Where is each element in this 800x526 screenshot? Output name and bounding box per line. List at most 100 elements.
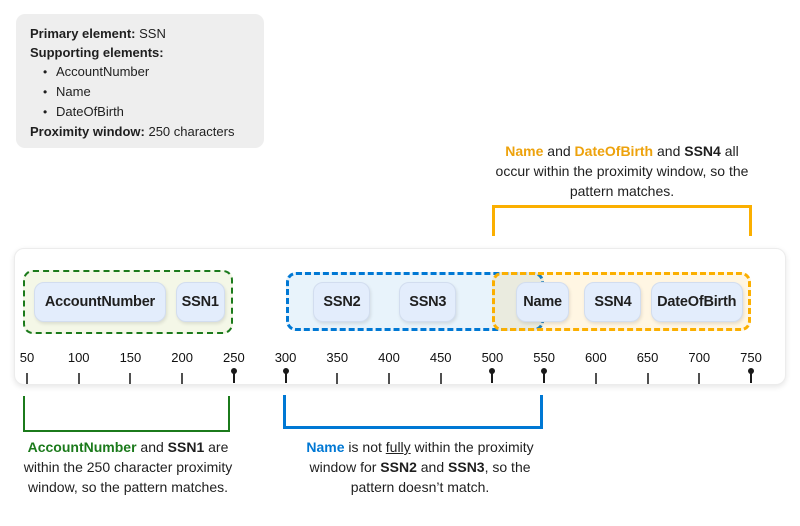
element-box-ssn4: SSN4 [584,282,642,322]
ruler-tick-label: 450 [429,350,452,365]
annotation-line: window, so the pattern matches. [6,477,250,497]
info-primary-line: Primary element: SSN [30,24,250,43]
ruler-tick [284,373,287,383]
ruler-tick-label: 400 [378,350,400,365]
annotation-segment: DateOfBirth [574,143,654,159]
annotation-line: Name is not fully within the proximity [266,437,574,457]
annotation-segment: fully [385,439,411,455]
ruler-tick-label: 500 [481,350,504,365]
element-box-label: SSN2 [323,294,361,310]
timeline-card: AccountNumber SSN1 SSN2 SSN3 Name SSN4 DateOfB… [14,248,786,385]
ruler-tick-label: 700 [688,350,711,365]
annotation-segment: occur within the proximity window, so th… [495,163,749,179]
annotation-segment: all [720,143,739,159]
annotation-segment: SSN3 [448,459,485,475]
annotation-line: pattern matches. [455,181,789,201]
ruler-tick [491,373,494,383]
bullet-icon: • [43,85,48,99]
ruler-tick [181,373,184,384]
ruler-tick-label: 750 [740,350,762,365]
element-box-ssn2: SSN2 [313,282,371,322]
annotation-segment: AccountNumber [27,439,137,455]
info-primary-value: SSN [139,26,166,41]
ruler-tick [232,373,235,383]
element-box-accountnumber: AccountNumber [34,282,166,322]
annotation-bottom-left: AccountNumber and SSN1 are within the 250… [6,437,250,497]
ruler-tick-label: 100 [67,350,90,365]
ruler-tick-label: 300 [274,350,297,365]
annotation-segment: SSN4 [684,143,721,159]
annotation-segment: window, so the pattern matches. [28,479,228,495]
annotation-segment: and [543,143,575,159]
annotation-segment: SSN2 [380,459,417,475]
element-box-ssn3: SSN3 [399,282,457,322]
ruler-tick [129,373,132,384]
bullet-icon: • [43,65,48,79]
info-supporting-label: Supporting elements: [30,45,164,60]
ruler-tick [698,373,701,384]
ruler-tick [543,373,546,383]
ruler-tick [336,373,339,384]
annotation-line: occur within the proximity window, so th… [455,161,789,181]
ruler-tick-label: 50 [19,350,35,365]
info-proximity-value: 250 characters [148,124,235,139]
info-primary-label: Primary element: [30,26,136,41]
annotation-segment: are [204,439,229,455]
element-box-label: AccountNumber [44,294,155,310]
ruler-pin-dot [541,368,548,374]
annotation-segment: pattern matches. [569,183,675,199]
info-box: Primary element: SSN Supporting elements… [16,14,264,148]
info-supporting-item-label: Name [56,84,91,99]
element-box-label: SSN4 [594,294,632,310]
annotation-segment: Name [505,143,544,159]
info-supporting-list: • AccountNumber • Name •DateOfBirth [30,62,250,122]
bracket-blue [283,395,543,429]
annotation-top: Name and DateOfBirth and SSN4 all occur w… [455,141,789,201]
annotation-segment: within the proximity [410,439,534,455]
bullet-icon: • [43,105,48,119]
element-box-label: Name [523,294,562,310]
ruler-tick-label: 350 [326,350,349,365]
element-box-dateofbirth: DateOfBirth [650,282,743,322]
ruler-tick [646,373,649,384]
ruler-pin-dot [748,368,754,374]
info-supporting-item-label: AccountNumber [56,64,150,79]
ruler-tick-label: 150 [119,350,142,365]
annotation-segment: pattern doesn’t match. [350,479,490,495]
bracket-gold [492,205,752,236]
annotation-segment: is not [344,439,386,455]
annotation-segment: Name [306,439,345,455]
info-supporting-item: •DateOfBirth [30,102,250,122]
annotation-line: pattern doesn’t match. [266,477,574,497]
ruler-tick [77,373,80,384]
ruler-pin-dot [489,368,496,374]
annotation-line: AccountNumber and SSN1 are [6,437,250,457]
info-proximity-line: Proximity window: 250 characters [30,122,250,141]
element-box-label: SSN3 [409,294,447,310]
bracket-green [23,396,230,432]
info-supporting-item: • Name [30,82,250,102]
ruler-tick-label: 550 [533,350,555,365]
annotation-segment: and [653,143,685,159]
ruler-tick-label: 250 [222,350,245,365]
ruler-tick [750,373,752,383]
annotation-segment: , so the [484,459,531,475]
element-box-label: DateOfBirth [657,294,737,310]
ruler-pin-dot [282,368,289,374]
annotation-segment: and [136,439,168,455]
ruler-tick [26,373,28,384]
element-box-label: SSN1 [181,294,219,310]
ruler-tick-label: 650 [636,350,659,365]
ruler-tick [594,373,597,384]
annotation-line: within the 250 character proximity [6,457,250,477]
element-box-ssn1: SSN1 [175,282,225,322]
info-proximity-label: Proximity window: [30,124,145,139]
ruler-tick-label: 200 [171,350,193,365]
ruler-tick [388,373,390,384]
annotation-segment: within the 250 character proximity [23,459,233,475]
annotation-segment: window for [309,459,381,475]
annotation-segment: SSN1 [167,439,205,455]
